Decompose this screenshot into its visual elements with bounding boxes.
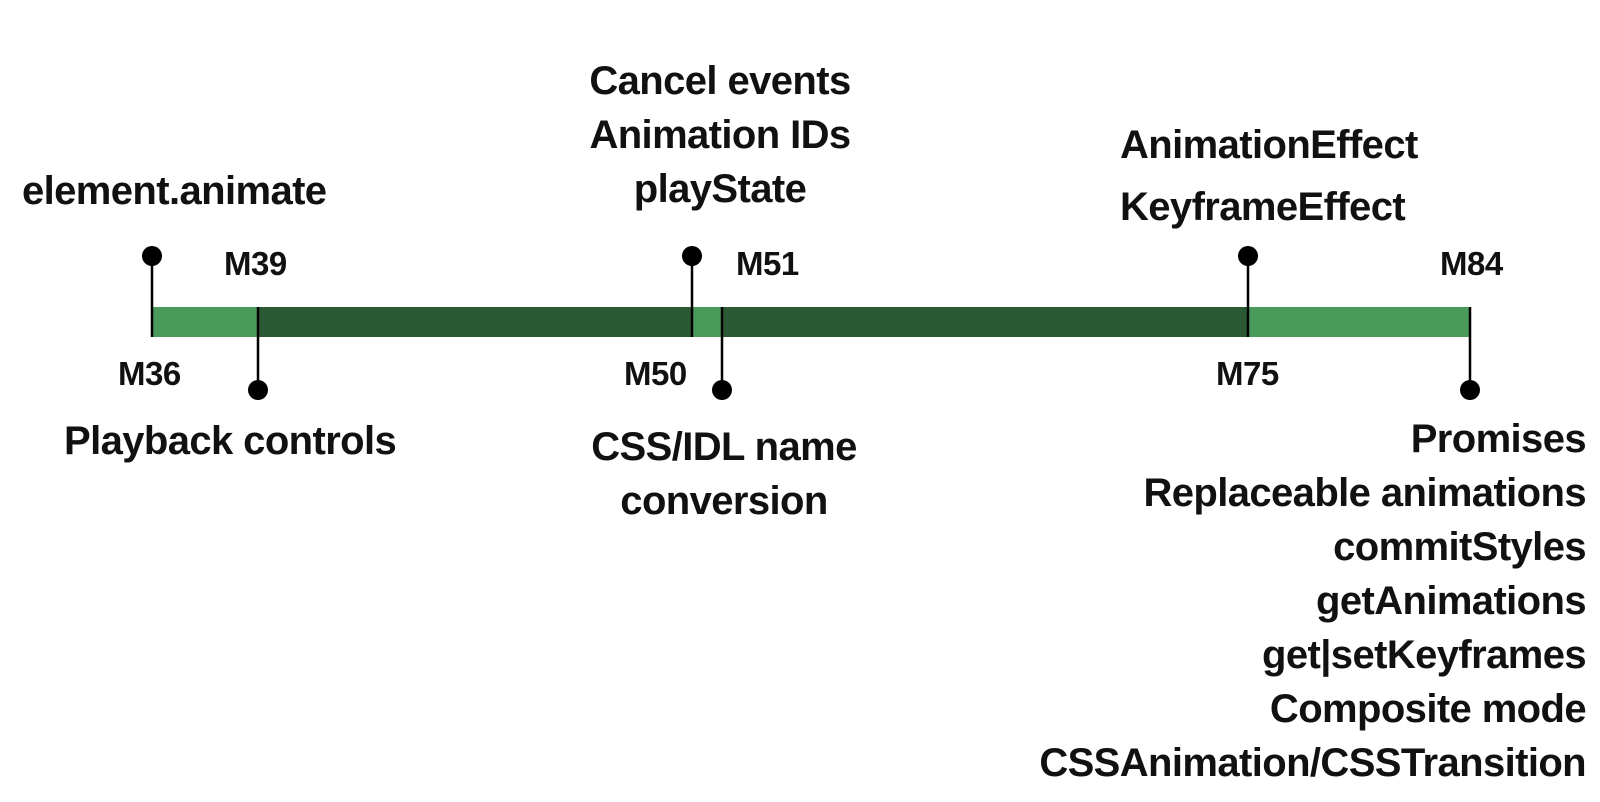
milestone-label-m84: M84 (1440, 245, 1503, 282)
timeline-segment-m36-m39 (152, 307, 258, 337)
feature-item: Animation IDs (589, 113, 851, 157)
feature-item: element.animate (22, 169, 327, 213)
feature-item: Replaceable animations (1143, 471, 1586, 515)
feature-item: KeyframeEffect (1120, 185, 1406, 229)
milestone-dot-m84 (1460, 380, 1480, 400)
feature-item: AnimationEffect (1120, 123, 1418, 167)
feature-item: Composite mode (1269, 687, 1587, 731)
feature-list-m75: AnimationEffect KeyframeEffect (1120, 114, 1418, 238)
milestone-dot-m36 (142, 246, 162, 266)
feature-list-m39: Playback controls (64, 414, 397, 468)
feature-list-m36: element.animate (22, 164, 327, 218)
timeline-bar (152, 307, 1470, 337)
feature-item: Cancel events (589, 59, 851, 103)
feature-item: getAnimations (1316, 579, 1587, 623)
feature-item: commitStyles (1333, 525, 1587, 569)
feature-item: playState (633, 167, 807, 211)
feature-item: get|setKeyframes (1262, 633, 1587, 677)
feature-item: CSSAnimation/CSSTransition (1039, 741, 1586, 785)
timeline-segment-m51-m75 (722, 307, 1248, 337)
milestone-dot-m75 (1238, 246, 1258, 266)
feature-list-m51: CSS/IDL name conversion (524, 420, 924, 528)
timeline-segment-m39-m50 (258, 307, 692, 337)
milestone-dot-m39 (248, 380, 268, 400)
feature-list-m84: Promises Replaceable animations commitSt… (1039, 412, 1586, 790)
feature-item: conversion (620, 479, 828, 523)
milestone-label-m51: M51 (736, 245, 799, 282)
feature-list-m50: Cancel events Animation IDs playState (520, 54, 920, 216)
milestone-label-m75: M75 (1216, 355, 1279, 392)
feature-item: Playback controls (64, 419, 397, 463)
milestone-label-m39: M39 (224, 245, 287, 282)
timeline-segment-m50-m51 (692, 307, 722, 337)
milestone-dot-m51 (712, 380, 732, 400)
milestone-label-m50: M50 (624, 355, 687, 392)
milestone-dot-m50 (682, 246, 702, 266)
feature-item: Promises (1410, 417, 1587, 461)
feature-item: CSS/IDL name (591, 425, 857, 469)
milestone-label-m36: M36 (118, 355, 181, 392)
milestone-markers (142, 246, 1480, 400)
timeline-segment-m75-m84 (1248, 307, 1470, 337)
